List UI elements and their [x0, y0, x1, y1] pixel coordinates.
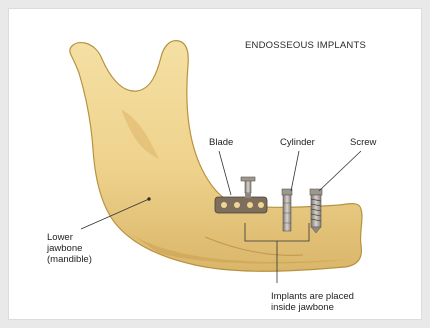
jawbone-shape [70, 41, 362, 272]
lower-jawbone-line-3: (mandible) [47, 254, 92, 265]
implants-note-label: Implants are placed inside jawbone [271, 291, 354, 313]
screw-label: Screw [350, 137, 376, 148]
blade-implant [215, 177, 267, 213]
blade-label: Blade [209, 137, 233, 148]
lower-jawbone-line-1: Lower [47, 232, 92, 243]
diagram-frame: ENDOSSEOUS IMPLANTS Blade Cylinder Screw… [9, 9, 421, 319]
implants-note-line-2: inside jawbone [271, 302, 354, 313]
mandible-illustration [9, 9, 421, 319]
leader-cylinder [291, 151, 299, 191]
cylinder-label: Cylinder [280, 137, 315, 148]
leader-screw [319, 151, 361, 191]
lower-jawbone-label: Lower jawbone (mandible) [47, 232, 92, 265]
screw-implant [310, 189, 322, 233]
cylinder-implant [282, 189, 292, 231]
implants-note-line-1: Implants are placed [271, 291, 354, 302]
diagram-title: ENDOSSEOUS IMPLANTS [245, 40, 366, 51]
leader-blade [219, 151, 231, 195]
lower-jawbone-line-2: jawbone [47, 243, 92, 254]
